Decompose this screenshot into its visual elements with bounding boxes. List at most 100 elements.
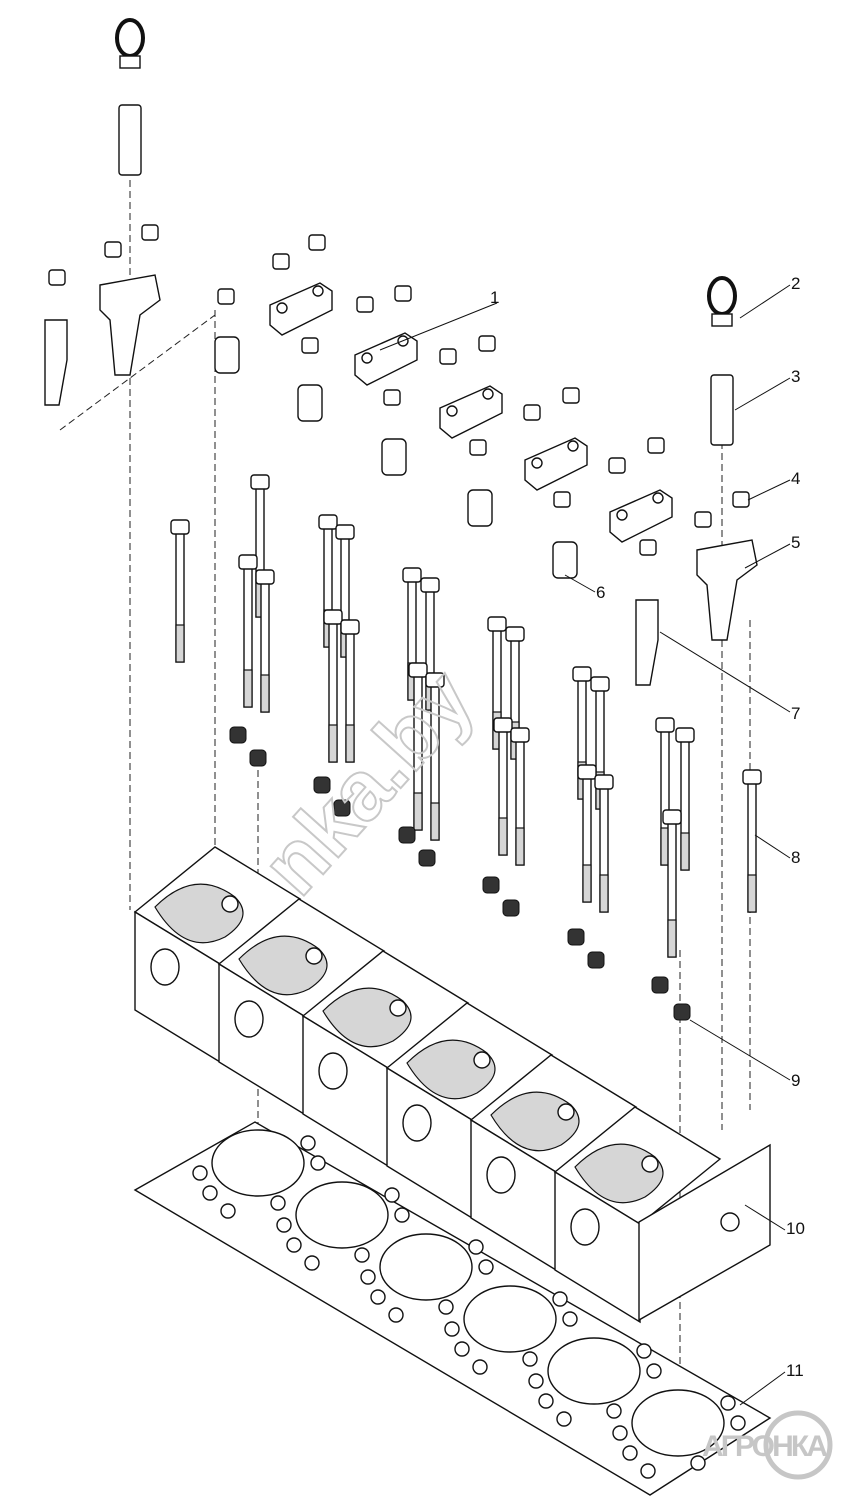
gasket-hole	[636, 1343, 652, 1359]
lifting-eye-ring	[707, 276, 737, 316]
callout-1: 1	[490, 288, 499, 307]
bolt-head	[493, 717, 513, 733]
valve-stem-seal	[482, 876, 500, 894]
bolt-head	[572, 666, 592, 682]
bolt-thread	[328, 724, 338, 763]
head-port	[402, 1104, 432, 1142]
head-hole	[305, 947, 323, 965]
gasket-hole	[720, 1395, 736, 1411]
nut	[272, 253, 290, 270]
cylinder-head-blocks	[133, 846, 771, 1324]
nuts-and-seals	[48, 224, 750, 1021]
nut	[217, 288, 235, 305]
bridge-hole	[616, 509, 628, 521]
valve-stem-seal	[398, 826, 416, 844]
agronka-logo: АГРОНКА	[702, 1410, 833, 1480]
gasket-bore	[211, 1129, 305, 1197]
spacer-sleeve	[467, 489, 493, 527]
rocker-pocket	[490, 1091, 580, 1152]
valve-stem-seal	[333, 799, 351, 817]
gasket-hole	[444, 1321, 460, 1337]
callout-6: 6	[596, 583, 605, 602]
bridge-hole	[531, 457, 543, 469]
head-hole	[641, 1155, 659, 1173]
watermark: nka.by	[244, 651, 492, 912]
nut	[394, 285, 412, 302]
nut	[694, 511, 712, 528]
leader-line	[379, 302, 498, 351]
bridge-hole	[446, 405, 458, 417]
bolt-head	[425, 672, 445, 688]
gasket-hole	[370, 1289, 386, 1305]
lifting-bracket	[696, 539, 758, 641]
nut	[562, 387, 580, 404]
gasket-hole	[562, 1311, 578, 1327]
bolt-head	[675, 727, 695, 743]
callout-2: 2	[791, 274, 800, 293]
lifting-eye-ring	[115, 18, 145, 58]
bolt-head	[335, 524, 355, 540]
rocker-pocket	[406, 1039, 496, 1100]
bolt-thread	[345, 724, 355, 763]
nut	[48, 269, 66, 286]
gasket-hole	[220, 1203, 236, 1219]
nut	[478, 335, 496, 352]
bolt-head	[742, 769, 762, 785]
logo-text: АГРОНКА	[702, 1430, 828, 1463]
bolt-head	[487, 616, 507, 632]
bolt-head	[250, 474, 270, 490]
nut	[356, 296, 374, 313]
head-hole	[473, 1051, 491, 1069]
valve-stem-seal	[651, 976, 669, 994]
callout-10: 10	[786, 1219, 805, 1238]
head-port	[234, 1000, 264, 1038]
nut	[732, 491, 750, 508]
head-front-face	[554, 1170, 641, 1324]
gasket-hole	[360, 1269, 376, 1285]
gasket-hole	[202, 1185, 218, 1201]
alignment-dash	[59, 314, 216, 431]
rocker-pocket	[154, 883, 244, 944]
gasket-hole	[468, 1239, 484, 1255]
bridge-hole	[482, 388, 494, 400]
leader-line	[739, 284, 791, 319]
bolt-thread	[430, 802, 440, 841]
leader-line	[689, 1019, 791, 1081]
valve-stem-seal	[249, 749, 267, 767]
bolt-head	[655, 717, 675, 733]
spacer-sleeve	[297, 384, 323, 422]
gasket-hole	[384, 1187, 400, 1203]
lifting-eye-base	[119, 55, 141, 69]
callout-4: 4	[791, 469, 800, 488]
nut	[301, 337, 319, 354]
bolt-head	[590, 676, 610, 692]
gasket-hole	[454, 1341, 470, 1357]
leader-line	[754, 834, 791, 859]
gasket-bore	[631, 1389, 725, 1457]
nut	[439, 348, 457, 365]
bolt-head	[402, 567, 422, 583]
bolt-thread	[667, 919, 677, 958]
bolt-head	[238, 554, 258, 570]
valve-stem-seal	[418, 849, 436, 867]
callout-11: 11	[786, 1361, 804, 1380]
nut	[308, 234, 326, 251]
lifting-bracket-small	[635, 599, 659, 686]
lifting-bracket	[99, 274, 161, 376]
callout-7: 7	[791, 704, 800, 723]
head-end-port	[720, 1212, 740, 1232]
gasket-hole	[300, 1135, 316, 1151]
bolt-thread	[599, 874, 609, 913]
gasket-bore	[547, 1337, 641, 1405]
bolt-thread	[582, 864, 592, 903]
bolt-head	[323, 609, 343, 625]
gasket-hole	[472, 1359, 488, 1375]
head-end-face	[638, 1143, 771, 1322]
valve-stem-seal	[502, 899, 520, 917]
nut	[383, 389, 401, 406]
gasket-hole	[478, 1259, 494, 1275]
head-hole	[389, 999, 407, 1017]
spacer-sleeve	[552, 541, 578, 579]
bolt-thread	[498, 817, 508, 856]
bridge-hole	[361, 352, 373, 364]
